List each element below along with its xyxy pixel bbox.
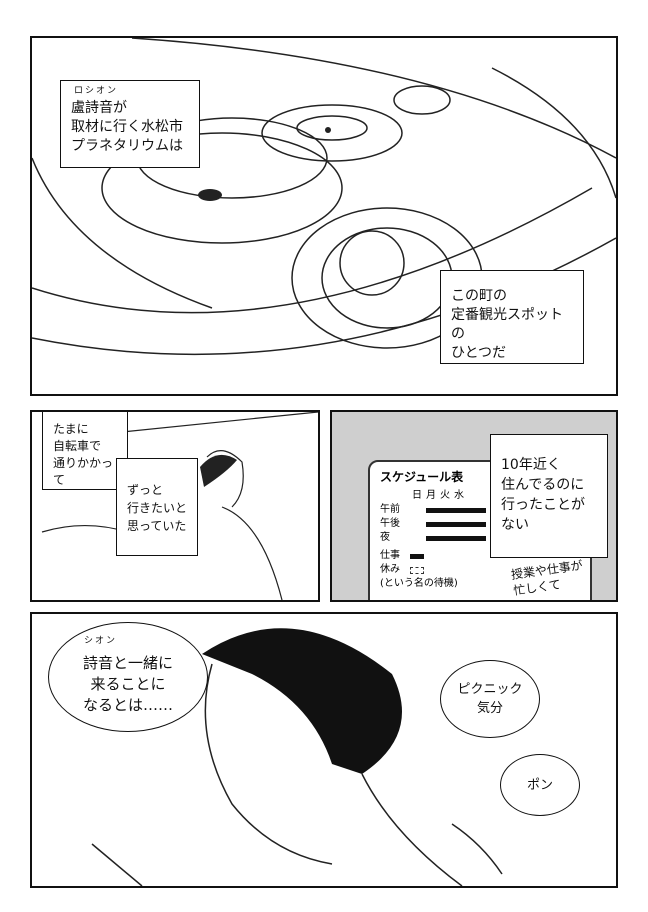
caption-box: ずっと 行きたいと 思っていた [116,458,198,556]
work-bar [426,522,486,527]
bubble-text: ポン [526,777,553,793]
character-profile-art [91,628,503,886]
caption-box: この町の 定番観光スポットの ひとつだ [440,270,584,364]
legend-work: 仕事 [380,550,400,561]
caption-box: たまに 自転車で 通りかかって [42,412,128,490]
legend-rest: 休み [380,564,400,575]
legend-work-swatch [410,554,424,559]
work-bar [426,508,486,513]
schedule-row-label: 夜 [380,532,390,543]
planetarium-projector-art [32,38,616,356]
furigana-roshion: ロシオン [74,86,119,96]
legend-rest-note: (という名の待機) [380,578,458,589]
caption-box: 盧詩音が 取材に行く水松市 プラネタリウムは [60,80,200,168]
bubble-text: 詩音と一緒に 来ることに なるとは…… [82,653,173,714]
schedule-day: 月 [426,490,436,501]
legend-rest-swatch [410,567,424,574]
caption-box: 10年近く 住んでるのに 行ったことが ない [490,434,608,558]
speech-bubble: ポン [500,754,580,816]
panel-profile: 詩音と一緒に 来ることに なるとは…… シオン ピクニック 気分 ポン [30,612,618,888]
speech-bubble: 詩音と一緒に 来ることに なるとは…… [48,622,208,732]
panel-planetarium: 盧詩音が 取材に行く水松市 プラネタリウムは ロシオン この町の 定番観光スポッ… [30,36,618,396]
furigana-shion: シオン [84,636,118,646]
bubble-text: ピクニック 気分 [457,682,523,716]
schedule-row-label: 午後 [380,518,400,529]
panel-schedule: スケジュール表 日 月 火 水 午前 午後 夜 仕事 休み (という名の待機) … [330,410,618,602]
schedule-day: 火 [440,490,450,501]
panel-bicycle-memory: たまに 自転車で 通りかかって ずっと 行きたいと 思っていた [30,410,320,602]
schedule-title: スケジュール表 [380,470,464,484]
schedule-day: 水 [454,490,464,501]
schedule-day: 日 [412,490,422,501]
schedule-row-label: 午前 [380,504,400,515]
work-bar [426,536,486,541]
speech-bubble: ピクニック 気分 [440,660,540,738]
